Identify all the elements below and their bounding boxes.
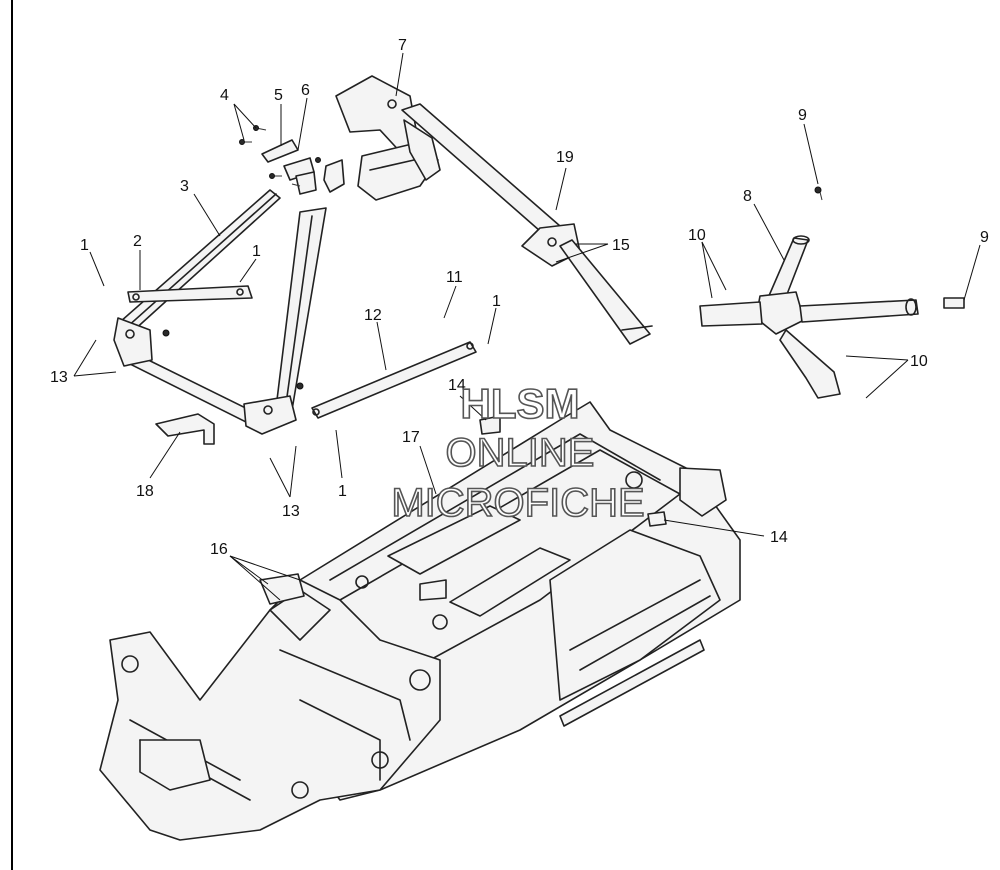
callout-18: 18 [136, 483, 154, 500]
watermark: HLSM ONLINE MICROFICHE [391, 379, 646, 526]
callout-13: 13 [282, 503, 300, 520]
part-3-front-frame [113, 189, 327, 435]
callout-17: 17 [402, 429, 420, 446]
callout-1: 1 [338, 483, 347, 500]
callout-15: 15 [612, 237, 630, 254]
callout-1: 1 [80, 237, 89, 254]
watermark-line-3: MICROFICHE [391, 481, 644, 525]
callout-3: 3 [180, 178, 189, 195]
callout-8: 8 [743, 188, 752, 205]
callout-9: 9 [798, 107, 807, 124]
callout-11: 11 [446, 269, 463, 286]
part-2-brace [127, 285, 253, 303]
callout-9: 9 [980, 229, 989, 246]
callout-14: 14 [448, 377, 466, 394]
callout-14: 14 [770, 529, 788, 546]
callout-4: 4 [220, 87, 229, 104]
callout-10: 10 [910, 353, 928, 370]
part-8-crossmember [699, 186, 965, 399]
watermark-line-1: HLSM [461, 380, 580, 427]
callout-16: 16 [210, 541, 228, 558]
callout-5: 5 [274, 87, 283, 104]
callout-13: 13 [50, 369, 68, 386]
callout-1: 1 [252, 243, 261, 260]
callout-12: 12 [364, 307, 382, 324]
part-7-upper-frame [335, 75, 653, 345]
callout-10: 10 [688, 227, 706, 244]
leader-lines [73, 52, 981, 601]
watermark-line-2: ONLINE [446, 431, 595, 475]
part-12-brace [311, 341, 477, 419]
callout-2: 2 [133, 233, 142, 250]
callout-6: 6 [301, 82, 310, 99]
callout-1: 1 [492, 293, 501, 310]
part-18-bracket [155, 413, 215, 445]
part-16-front-chassis [99, 573, 441, 841]
callout-19: 19 [556, 149, 574, 166]
parts-4-5-6-hardware [239, 125, 345, 195]
callouts: 1 2 1 3 4 5 6 7 9 8 9 10 10 11 12 1 13 1… [50, 37, 989, 558]
callout-7: 7 [398, 37, 407, 54]
